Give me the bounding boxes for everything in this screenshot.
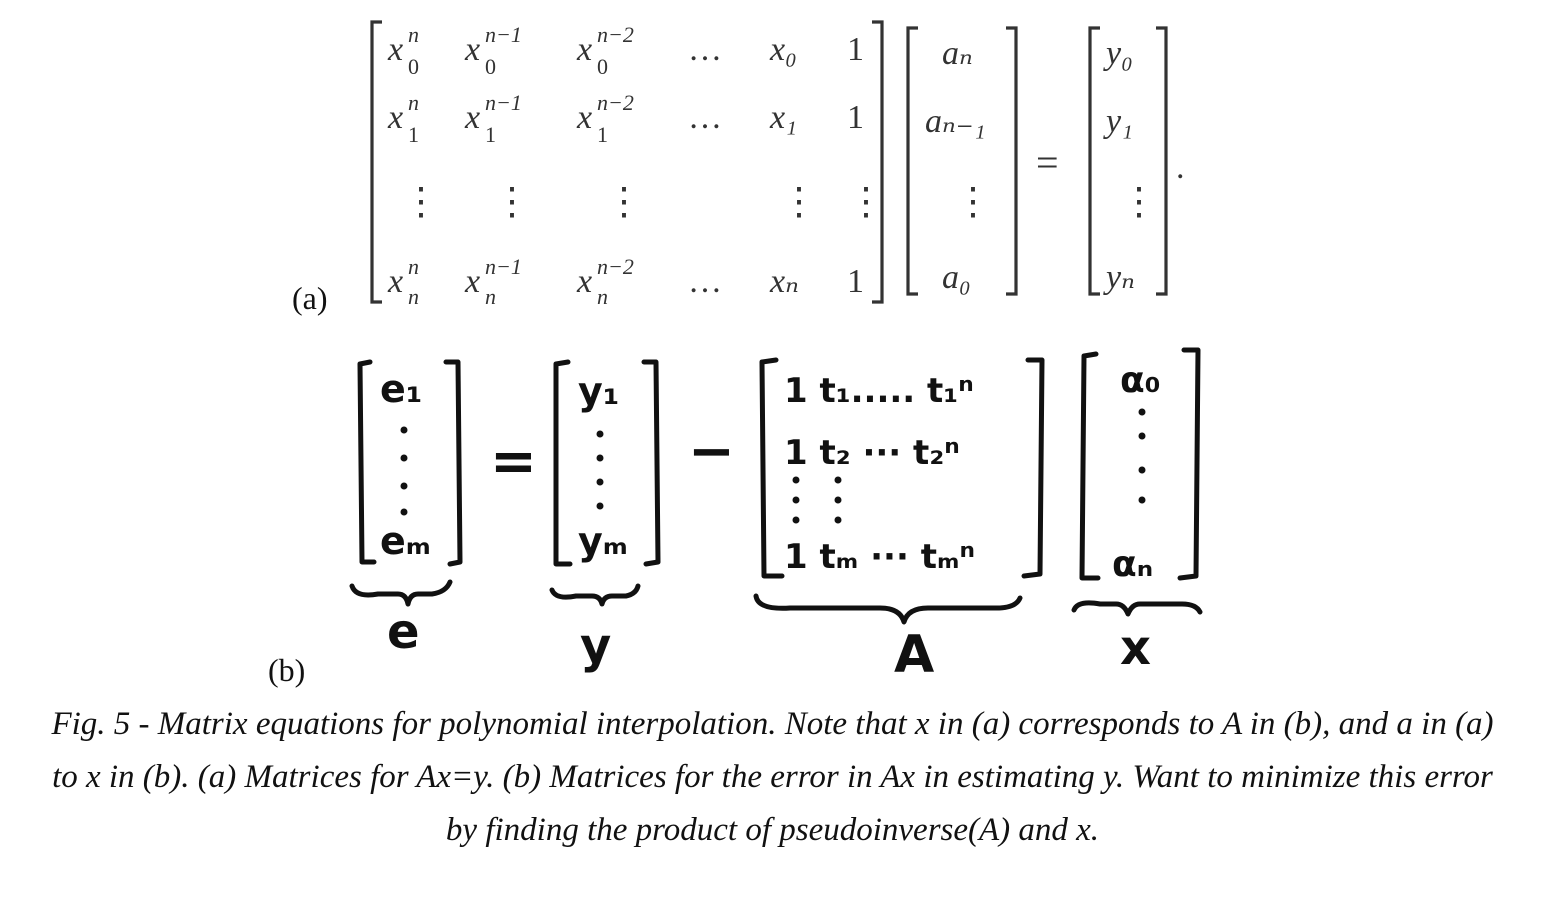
matrix-row-2: ⋮ ⋮ ⋮ ⋮ ⋮ <box>402 181 885 223</box>
vector-a-0: aₙ <box>942 35 973 72</box>
svg-text:n−1: n−1 <box>485 22 522 47</box>
cell-1-2: x <box>576 99 592 136</box>
vector-yb-1: yₘ <box>578 519 628 563</box>
brace-label-y: y <box>580 618 611 674</box>
cell-2-4: ⋮ <box>780 181 818 223</box>
cell-0-3: … <box>688 31 722 68</box>
panel-b-label: (b) <box>268 652 306 688</box>
vector-a-2: ⋮ <box>954 181 992 223</box>
vector-x-right-bracket <box>1177 347 1201 581</box>
vector-y-left-bracket <box>1088 26 1100 296</box>
vector-x-dots <box>1138 408 1146 504</box>
svg-text:1: 1 <box>408 122 419 147</box>
cell-0-5: 1 <box>847 31 864 68</box>
matrix-A-left-bracket <box>759 357 785 579</box>
vector-yb-0: y₁ <box>578 369 619 413</box>
cell-3-0: x <box>387 263 403 300</box>
svg-text:n−2: n−2 <box>597 254 634 279</box>
svg-text:n: n <box>408 90 419 115</box>
cell-0-0: x <box>387 31 403 68</box>
svg-text:n−1: n−1 <box>485 90 522 115</box>
matrix-A-dots <box>792 476 842 524</box>
svg-text:n: n <box>408 22 419 47</box>
cell-3-2: x <box>576 263 592 300</box>
cell-0-4: x₀ <box>769 31 797 68</box>
vector-e-dots <box>400 426 408 516</box>
vector-a-1: aₙ₋₁ <box>925 103 986 140</box>
cell-2-5: ⋮ <box>847 181 885 223</box>
panel-a-label: (a) <box>292 280 328 316</box>
cell-2-1: ⋮ <box>493 181 531 223</box>
equals-sign-a: = <box>1036 140 1059 185</box>
brace-label-x: x <box>1120 620 1151 676</box>
vector-y-0: y₀ <box>1103 35 1133 72</box>
cell-1-5: 1 <box>847 99 864 136</box>
vector-y-1: y₁ <box>1103 103 1133 140</box>
brace-label-A: A <box>894 625 934 685</box>
brace-e <box>349 579 453 607</box>
cell-2-0: ⋮ <box>402 181 440 223</box>
panel-b-equation: e₁ eₘ e = y₁ yₘ y − 1 t₁..... t₁ⁿ 1 t₂ ·… <box>349 347 1203 685</box>
vector-e-left-bracket <box>357 359 377 565</box>
matrix-left-bracket <box>370 20 382 304</box>
vector-e-1: eₘ <box>380 519 431 563</box>
matrix-right-bracket <box>872 20 884 304</box>
cell-1-1: x <box>464 99 480 136</box>
brace-label-e: e <box>387 604 420 660</box>
matrix-A-row-1: 1 t₂ ··· t₂ⁿ <box>784 433 960 473</box>
vector-yb-left-bracket <box>553 359 573 567</box>
svg-text:0: 0 <box>485 54 496 79</box>
svg-text:n−2: n−2 <box>597 90 634 115</box>
svg-text:n: n <box>408 254 419 279</box>
cell-1-3: … <box>688 99 722 136</box>
cell-2-2: ⋮ <box>605 181 643 223</box>
vector-x-1: αₙ <box>1112 544 1153 585</box>
cell-0-2: x <box>576 31 592 68</box>
svg-text:1: 1 <box>597 122 608 147</box>
vector-x-0: α₀ <box>1120 360 1161 401</box>
vector-y-2: ⋮ <box>1120 181 1158 223</box>
matrix-row-1: x n 1 x n−1 1 x n−2 1 … x₁ 1 <box>387 90 864 147</box>
svg-text:0: 0 <box>408 54 419 79</box>
matrix-row-3: x nn x n−1n x n−2n … xₙ 1 <box>387 254 864 309</box>
vector-a-3: a₀ <box>942 259 971 296</box>
vector-x-left-bracket <box>1079 351 1101 581</box>
vector-yb-right-bracket <box>641 359 661 567</box>
brace-y <box>549 583 641 607</box>
panel-a-equation: x n 0 x n−1 0 x n−2 0 … x₀ 1 x n 1 x n−1 1 x … <box>370 20 1185 309</box>
period: . <box>1176 149 1185 186</box>
brace-x <box>1071 600 1203 617</box>
cell-3-5: 1 <box>847 263 864 300</box>
matrix-A-right-bracket <box>1021 357 1045 579</box>
vector-a-left-bracket <box>906 26 918 296</box>
matrix-A-row-2: 1 tₘ ··· tₘⁿ <box>784 537 975 577</box>
vector-e-0: e₁ <box>380 367 422 411</box>
matrix-row-0: x n 0 x n−1 0 x n−2 0 … x₀ 1 <box>387 22 864 79</box>
cell-0-1: x <box>464 31 480 68</box>
svg-text:n: n <box>485 284 496 309</box>
cell-1-4: x₁ <box>769 99 797 136</box>
cell-1-0: x <box>387 99 403 136</box>
svg-text:n: n <box>597 284 608 309</box>
matrix-A-row-0: 1 t₁..... t₁ⁿ <box>784 371 974 411</box>
svg-text:n−1: n−1 <box>485 254 522 279</box>
vector-yb-dots <box>596 430 604 510</box>
svg-text:0: 0 <box>597 54 608 79</box>
vector-a-right-bracket <box>1006 26 1018 296</box>
svg-text:n: n <box>408 284 419 309</box>
equals-sign-b: = <box>490 429 537 494</box>
vector-e-right-bracket <box>443 359 463 567</box>
cell-3-1: x <box>464 263 480 300</box>
svg-text:1: 1 <box>485 122 496 147</box>
brace-A <box>753 593 1023 625</box>
svg-text:n−2: n−2 <box>597 22 634 47</box>
vector-y-right-bracket <box>1156 26 1168 296</box>
figure-caption: Fig. 5 - Matrix equations for polynomial… <box>51 706 1494 848</box>
minus-sign: − <box>688 419 735 484</box>
cell-3-3: … <box>688 263 722 300</box>
vector-y-3: yₙ <box>1103 259 1135 296</box>
cell-3-4: xₙ <box>769 263 799 300</box>
